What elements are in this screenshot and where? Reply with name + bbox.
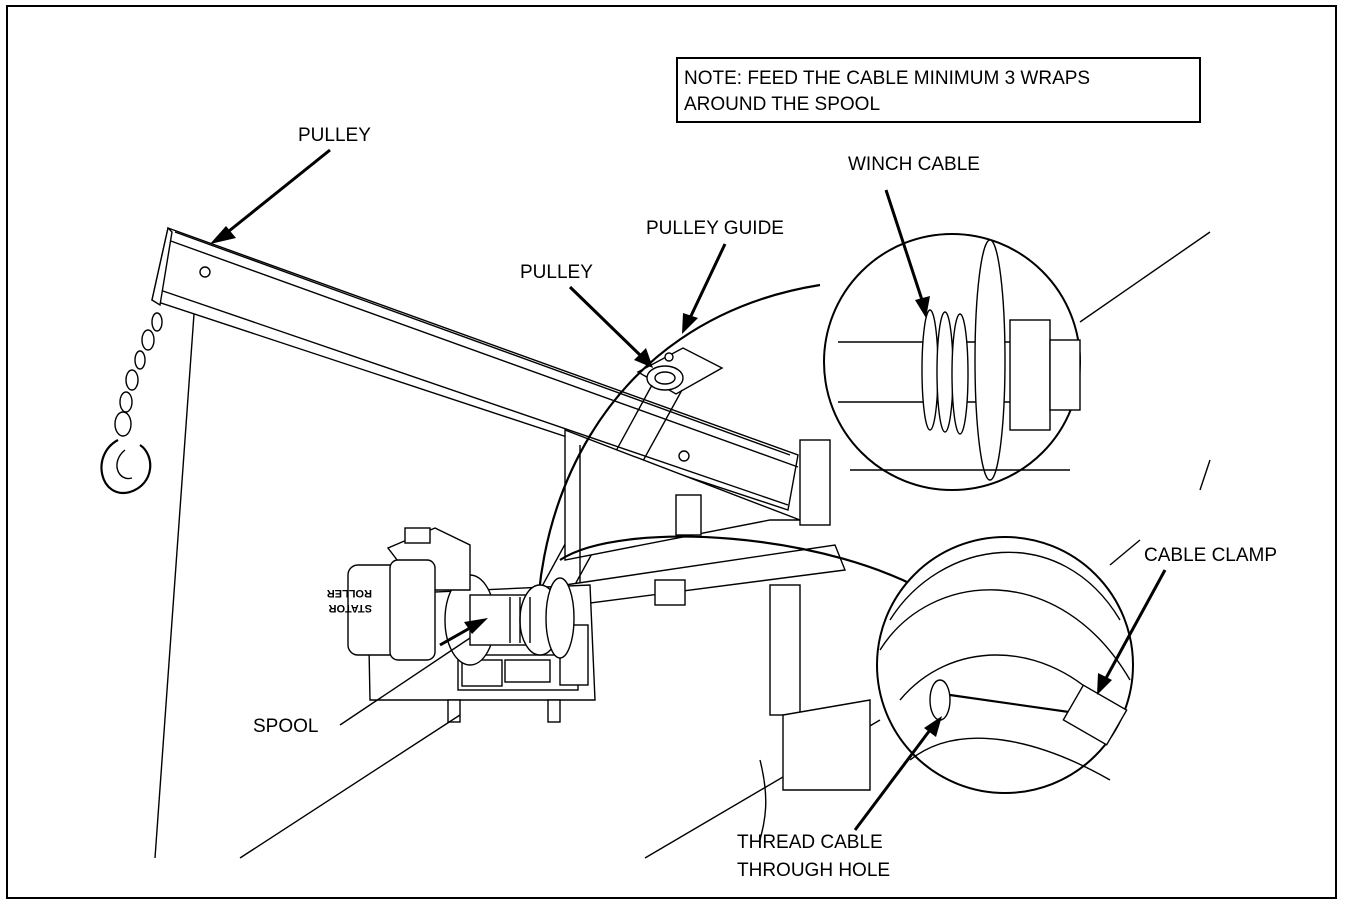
chain-hook (100, 312, 163, 495)
label-pulley-top: PULLEY (298, 125, 371, 146)
detail-cable-clamp (876, 536, 1141, 794)
label-thread-line-1: THREAD CABLE (737, 832, 883, 853)
note-line-2: AROUND THE SPOOL (684, 94, 880, 115)
detail-winch-cable (823, 231, 1211, 491)
label-thread-line-2: THROUGH HOLE (737, 860, 890, 881)
callouts: PULLEY PULLEY GUIDE PULLEY WINCH CABLE C… (210, 125, 1277, 881)
boom-arm (151, 226, 799, 511)
label-winch-cable: WINCH CABLE (848, 154, 980, 175)
mast-bracket (563, 428, 846, 716)
label-cable-clamp: CABLE CLAMP (1144, 545, 1277, 566)
note-box: NOTE: FEED THE CABLE MINIMUM 3 WRAPS ARO… (676, 57, 1201, 123)
label-spool: SPOOL (253, 716, 318, 737)
motor-stamp-line-2: STATOR (329, 602, 372, 614)
winch: ROLLER STATOR (327, 527, 596, 723)
label-pulley-mid: PULLEY (520, 262, 593, 283)
pulley-bracket (636, 347, 724, 395)
motor-stamp-line-1: ROLLER (327, 587, 372, 599)
note-line-1: NOTE: FEED THE CABLE MINIMUM 3 WRAPS (684, 68, 1090, 89)
crane-drawing: ROLLER STATOR (100, 226, 1211, 859)
label-pulley-guide: PULLEY GUIDE (646, 218, 784, 239)
drawing-border (6, 5, 1337, 899)
